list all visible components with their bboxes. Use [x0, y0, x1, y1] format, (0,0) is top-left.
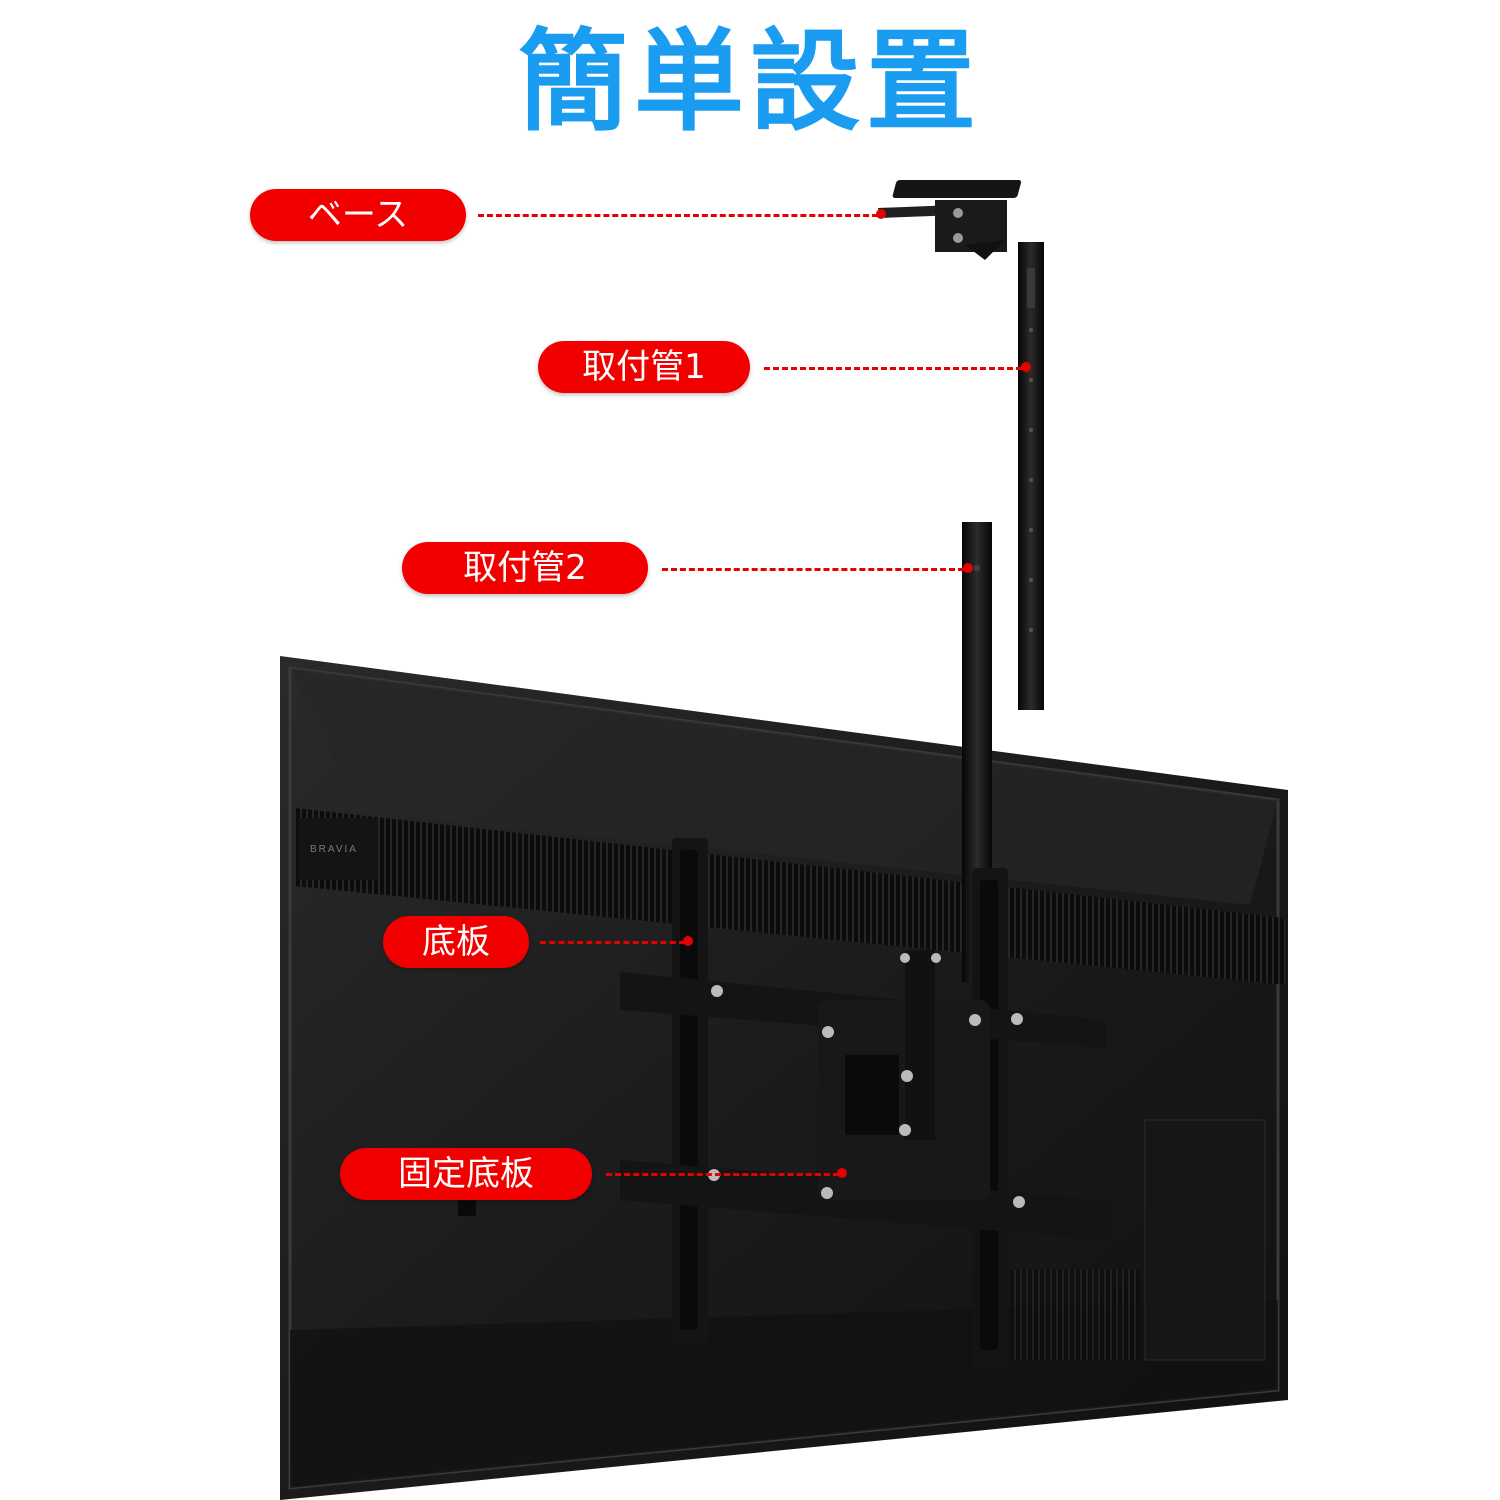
label-fixed-bottom-plate: 固定底板 — [340, 1148, 592, 1200]
label-bottom-plate: 底板 — [383, 916, 529, 968]
label-pipe-1: 取付管1 — [538, 341, 750, 393]
leader-dot-pipe-2 — [963, 563, 973, 573]
leader-dot-base — [876, 209, 886, 219]
fixed-bottom-plate-assembly — [620, 950, 1110, 1240]
label-base: ベース — [250, 189, 466, 241]
leader-line-bottom-plate — [540, 941, 685, 944]
tv-back-panel: BRAVIA — [280, 656, 1288, 1500]
leader-line-pipe-2 — [662, 568, 964, 571]
leader-line-pipe-1 — [764, 367, 1022, 370]
brand-mark: BRAVIA — [310, 844, 358, 855]
label-pipe-2: 取付管2 — [402, 542, 648, 594]
leader-dot-fixed-bottom-plate — [837, 1168, 847, 1178]
mounting-pipe-1 — [1018, 242, 1044, 710]
leader-line-base — [478, 214, 878, 217]
brand-block — [298, 818, 378, 880]
page-title: 簡単設置 — [518, 18, 982, 146]
leader-line-fixed-bottom-plate — [606, 1173, 839, 1176]
leader-dot-pipe-1 — [1021, 362, 1031, 372]
ceiling-base-bracket — [878, 180, 1050, 260]
leader-dot-bottom-plate — [683, 936, 693, 946]
